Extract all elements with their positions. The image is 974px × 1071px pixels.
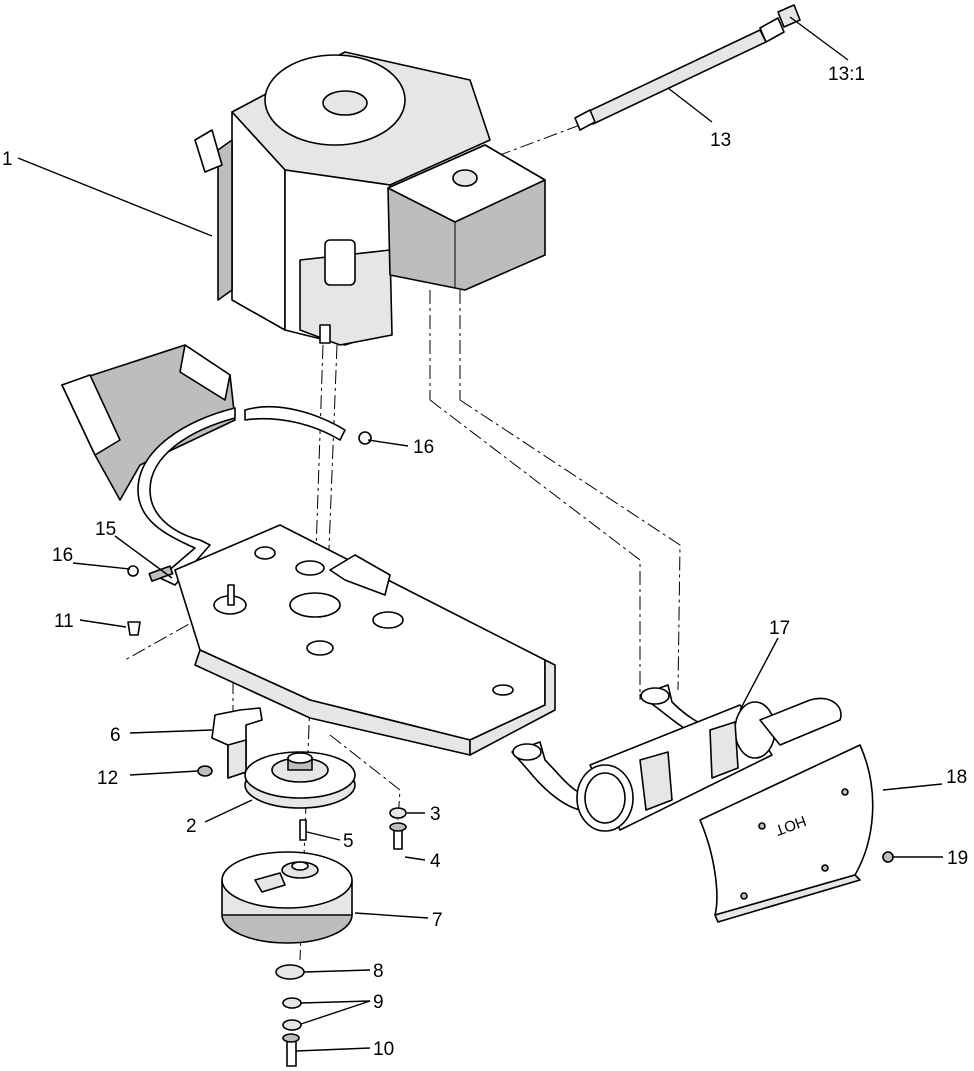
callout-5: 5 bbox=[343, 831, 354, 852]
spacer-part-8 bbox=[275, 964, 305, 980]
muffler-part-17 bbox=[511, 684, 842, 832]
callout-12: 12 bbox=[97, 768, 118, 789]
callout-10: 10 bbox=[373, 1039, 394, 1060]
bracket-part-6 bbox=[211, 707, 263, 779]
engine-part-1 bbox=[194, 51, 546, 346]
callout-3: 3 bbox=[430, 804, 441, 825]
callout-16-lower: 16 bbox=[52, 545, 73, 566]
callout-16-upper: 16 bbox=[413, 437, 434, 458]
callout-19: 19 bbox=[947, 848, 968, 869]
callout-15: 15 bbox=[95, 519, 116, 540]
hose-clamp-part-16-upper bbox=[358, 431, 372, 445]
bolt-part-10 bbox=[282, 1033, 300, 1067]
callout-11: 11 bbox=[54, 611, 74, 632]
fuel-line-part-15 bbox=[61, 344, 346, 586]
callout-6: 6 bbox=[110, 725, 121, 746]
washers-part-9 bbox=[282, 997, 302, 1031]
pulley-part-2 bbox=[244, 751, 356, 809]
bolt-part-4 bbox=[389, 822, 407, 850]
callout-13: 13 bbox=[710, 130, 731, 151]
callout-2: 2 bbox=[186, 816, 197, 837]
screw-part-19 bbox=[882, 851, 894, 863]
clutch-part-7 bbox=[221, 851, 353, 944]
callout-13-1: 13:1 bbox=[828, 64, 865, 85]
washer-part-3 bbox=[389, 807, 407, 819]
pin-part-11 bbox=[127, 621, 141, 636]
callout-1: 1 bbox=[2, 149, 13, 170]
callout-8: 8 bbox=[373, 961, 384, 982]
fuel-tube-part-13 bbox=[574, 4, 801, 131]
nut-part-12 bbox=[197, 765, 213, 777]
engine-deck-plate bbox=[174, 524, 556, 756]
key-part-5 bbox=[299, 819, 307, 841]
callout-9: 9 bbox=[373, 992, 384, 1013]
callout-labels: 1 13 13:1 16 15 16 11 6 12 2 3 5 4 7 8 9… bbox=[2, 64, 968, 1060]
callout-4: 4 bbox=[430, 851, 441, 872]
callout-18: 18 bbox=[946, 767, 967, 788]
callout-7: 7 bbox=[432, 910, 443, 931]
hose-clamp-part-16-lower bbox=[127, 565, 139, 577]
heat-shield-part-18: HOT bbox=[699, 744, 874, 923]
callout-17: 17 bbox=[769, 618, 790, 639]
leader-lines bbox=[17, 16, 943, 1052]
